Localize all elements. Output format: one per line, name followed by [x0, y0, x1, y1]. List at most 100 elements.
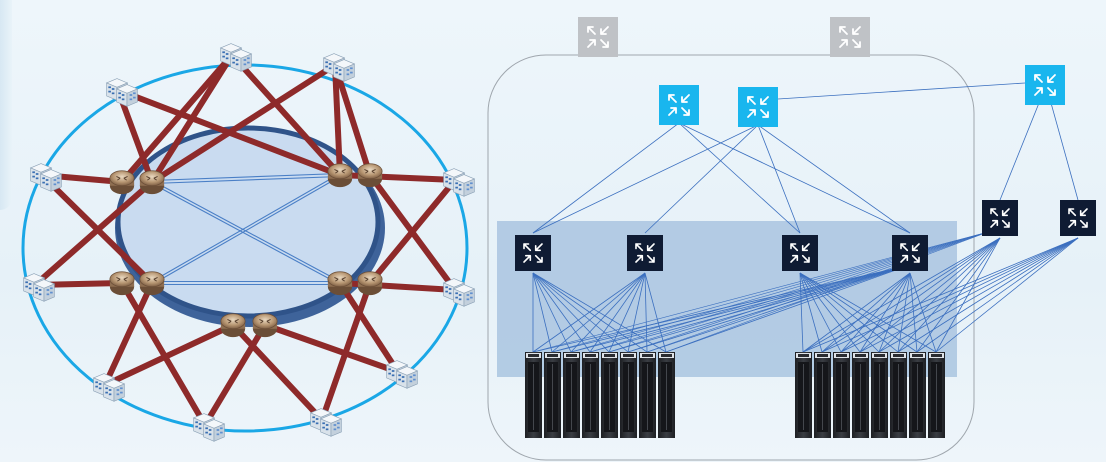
server-rack-icon	[833, 352, 850, 438]
fabric-link	[589, 264, 911, 353]
fabric-link	[909, 272, 918, 353]
fabric-link	[821, 237, 1079, 353]
edge-link	[115, 87, 343, 178]
fabric-link	[821, 272, 911, 353]
switch-body	[982, 200, 1018, 236]
fabric-link	[644, 124, 759, 234]
switch-body	[782, 235, 818, 271]
router-icon	[109, 271, 135, 296]
edge-link	[32, 179, 155, 288]
fabric-link	[532, 272, 646, 353]
edge-link	[262, 322, 401, 375]
server-rack-icon	[795, 352, 812, 438]
fabric-link	[551, 272, 646, 353]
switch-body	[1060, 200, 1096, 236]
pod-boundary	[487, 54, 975, 461]
fabric-link	[878, 272, 911, 353]
edge-link	[319, 280, 373, 423]
server-building-icon	[333, 59, 355, 82]
server-rack-icon	[639, 352, 656, 438]
server-rack-icon	[582, 352, 599, 438]
fabric-link	[999, 102, 1040, 201]
leaf-switch	[1060, 200, 1096, 236]
router-icon	[252, 313, 278, 338]
fabric-link	[532, 272, 553, 353]
fabric-link	[802, 237, 1001, 353]
edge-link	[115, 87, 155, 185]
leaf-switch	[892, 235, 928, 271]
edge-link	[119, 52, 235, 185]
edge-link	[337, 280, 458, 293]
fabric-link	[608, 272, 646, 353]
fabric-link	[532, 272, 591, 353]
edge-link	[102, 280, 155, 388]
server-rack-icon	[814, 352, 831, 438]
fabric-link	[935, 237, 1001, 353]
server-building-icon	[453, 284, 475, 307]
spine-switch	[1025, 65, 1065, 105]
fabric-link	[897, 237, 1079, 353]
leaf-switch	[627, 235, 663, 271]
edge-core-ring-topology	[21, 43, 475, 442]
spine-switch	[659, 85, 699, 125]
router-icon	[139, 271, 165, 296]
switch-body	[738, 87, 778, 127]
fabric-link	[644, 272, 667, 353]
switch-body	[892, 235, 928, 271]
router-icon	[357, 271, 383, 296]
grey-switch	[830, 17, 870, 57]
server-rack-icon	[620, 352, 637, 438]
core-link	[151, 183, 341, 285]
fabric-link	[532, 272, 610, 353]
server-rack-icon	[928, 352, 945, 438]
edge-link	[332, 62, 343, 178]
edge-links	[32, 52, 458, 428]
fabric-link	[678, 122, 911, 234]
server-rack-icon	[563, 352, 580, 438]
server-rack-icon	[601, 352, 618, 438]
server-building-icon	[33, 279, 55, 302]
edge-link	[119, 280, 208, 428]
switch-body	[1025, 65, 1065, 105]
fabric-link	[840, 237, 1079, 353]
server-building-icon	[230, 49, 252, 72]
server-rack-icon	[890, 352, 907, 438]
fabric-link	[757, 124, 911, 234]
server-building-icon	[116, 84, 138, 107]
fabric-link	[878, 237, 1079, 353]
spine-leaf-topology	[487, 17, 1096, 461]
server-rack-icon	[544, 352, 561, 438]
grey-switch	[578, 17, 618, 57]
server-building-icon	[320, 414, 342, 437]
router-icon	[139, 170, 165, 195]
fabric-link	[935, 237, 1079, 353]
fabric-link	[532, 122, 680, 234]
edge-link	[202, 322, 268, 428]
server-rack-icon	[871, 352, 888, 438]
router-icon	[327, 271, 353, 296]
server-rack-icon	[852, 352, 869, 438]
fabric-link	[646, 231, 989, 353]
router-icon	[220, 313, 246, 338]
fabric-link	[916, 237, 1079, 353]
fabric-link	[859, 237, 1079, 353]
switch-body	[515, 235, 551, 271]
core-link	[151, 176, 341, 285]
server-building-icon	[453, 174, 475, 197]
leaf-switch	[515, 235, 551, 271]
switch-body	[578, 17, 618, 57]
edge-link	[332, 62, 373, 178]
fabric-link	[859, 237, 1001, 353]
switch-body	[627, 235, 663, 271]
core-link	[151, 172, 341, 182]
server-building-icon	[396, 366, 418, 389]
fabric-link	[916, 237, 1001, 353]
leaf-switch	[782, 235, 818, 271]
fabric-link	[678, 122, 801, 234]
fabric-link	[646, 264, 911, 353]
switch-body	[659, 85, 699, 125]
fabric-link	[532, 272, 629, 353]
router-icon	[357, 163, 383, 188]
server-building-icon	[203, 419, 225, 442]
